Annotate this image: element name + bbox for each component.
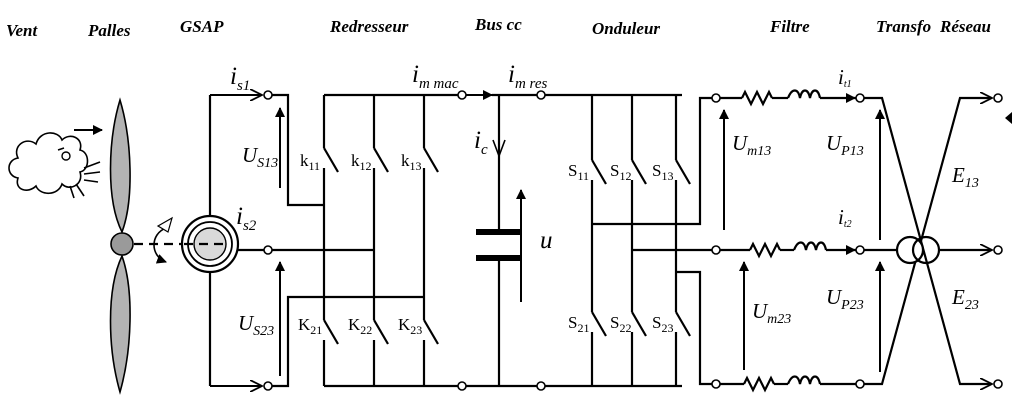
generator-gsap bbox=[180, 214, 240, 274]
switch-k12: k12 bbox=[351, 151, 372, 173]
header-palles: Palles bbox=[87, 21, 131, 40]
label-us23: US23 bbox=[238, 311, 274, 339]
label-u: u bbox=[540, 227, 553, 254]
label-im-res: im res bbox=[508, 61, 547, 92]
section-headers: Vent Palles GSAP Redresseur Bus cc Ondul… bbox=[6, 15, 991, 40]
header-reseau: Réseau bbox=[939, 17, 991, 36]
switch-S23: S23 bbox=[652, 313, 673, 335]
generator-output-wires bbox=[208, 91, 424, 390]
header-bus-cc: Bus cc bbox=[474, 15, 522, 34]
switch-k13: k13 bbox=[401, 151, 422, 173]
label-us13: US13 bbox=[242, 143, 278, 171]
switch-K21: K21 bbox=[298, 315, 322, 337]
grid-reseau bbox=[960, 94, 1012, 388]
transformer bbox=[830, 93, 990, 389]
switch-S22: S22 bbox=[610, 313, 631, 335]
header-onduleur: Onduleur bbox=[592, 19, 660, 38]
header-gsap: GSAP bbox=[180, 17, 224, 36]
label-e23: E23 bbox=[951, 285, 979, 313]
switch-S21: S21 bbox=[568, 313, 589, 335]
label-im-mac: im mac bbox=[412, 61, 459, 92]
label-um13: Um13 bbox=[732, 131, 771, 159]
switch-k11: k11 bbox=[300, 151, 320, 173]
wind-cloud-icon bbox=[8, 125, 103, 199]
rectifier-bridge bbox=[322, 93, 458, 388]
label-up13: UP13 bbox=[826, 131, 864, 159]
turbine-blades-icon bbox=[109, 97, 184, 395]
label-it1: it1 bbox=[838, 65, 852, 90]
header-redresseur: Redresseur bbox=[329, 17, 409, 36]
label-it2: it2 bbox=[838, 205, 852, 230]
switch-S11: S11 bbox=[568, 161, 589, 183]
header-filtre: Filtre bbox=[769, 17, 810, 36]
label-is2: is2 bbox=[236, 203, 257, 234]
label-um23: Um23 bbox=[752, 299, 791, 327]
label-e13: E13 bbox=[951, 163, 979, 191]
label-is1: is1 bbox=[230, 63, 250, 94]
header-vent: Vent bbox=[6, 21, 38, 40]
switch-S12: S12 bbox=[610, 161, 631, 183]
label-ic: ic bbox=[474, 127, 488, 158]
label-up23: UP23 bbox=[826, 285, 864, 313]
switch-K23: K23 bbox=[398, 315, 422, 337]
inverter-bridge bbox=[590, 93, 712, 388]
header-transfo: Transfo bbox=[876, 17, 931, 36]
switch-K22: K22 bbox=[348, 315, 372, 337]
dc-bus bbox=[457, 90, 592, 391]
switch-S13: S13 bbox=[652, 161, 673, 183]
